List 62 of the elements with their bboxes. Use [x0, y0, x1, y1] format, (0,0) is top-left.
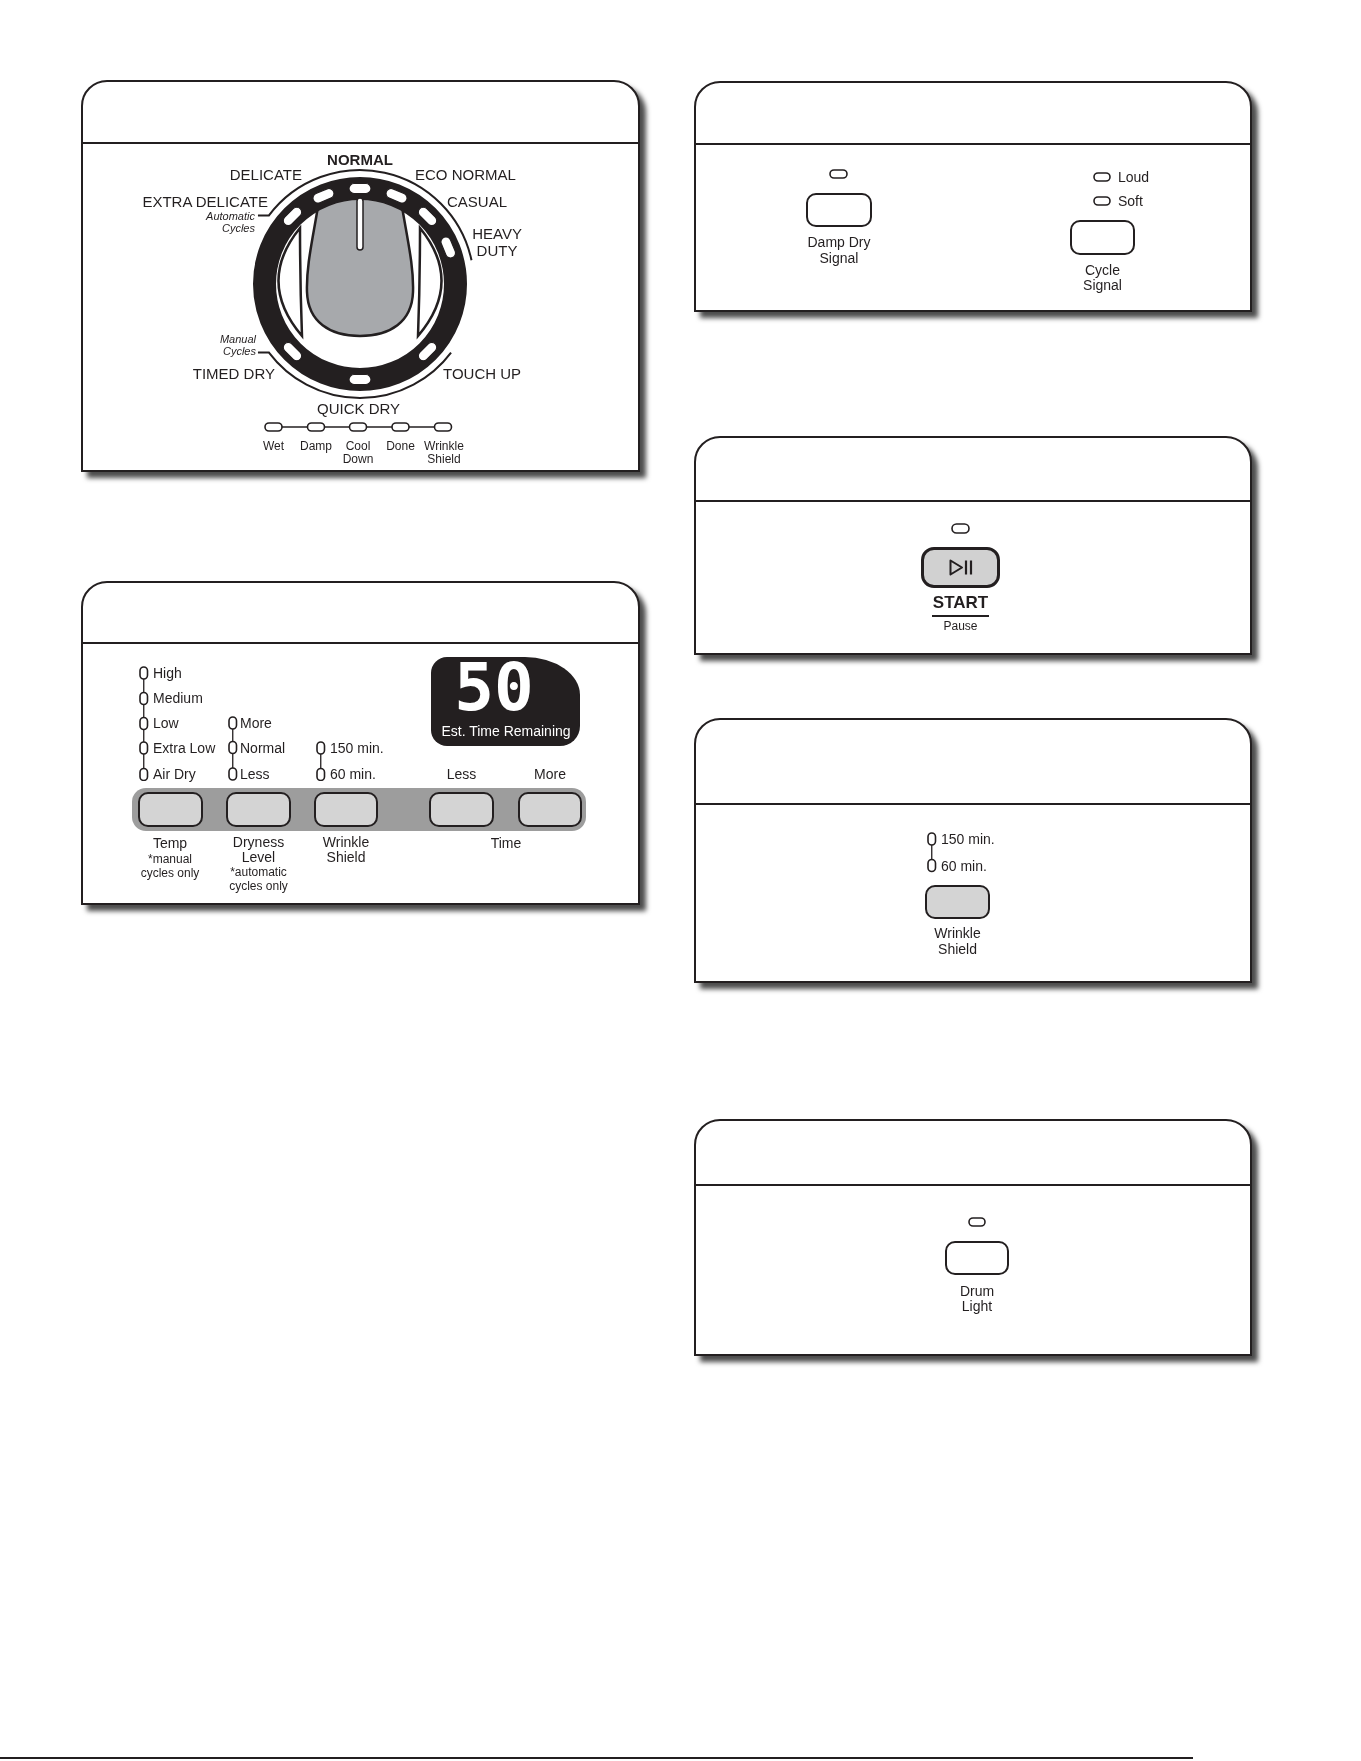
indicator-label: Low	[153, 715, 179, 731]
panel-button	[806, 193, 872, 227]
indicator-label: 150 min.	[941, 831, 995, 847]
indicator-label: Loud	[1118, 169, 1150, 185]
status-label: Damp	[300, 439, 332, 453]
button-label: Wrinkle Shield	[322, 834, 370, 866]
panel-button	[518, 792, 582, 827]
button-label: Less	[446, 766, 477, 782]
panel-button	[138, 792, 203, 827]
cycle-group-label: Manual Cycles	[218, 332, 256, 358]
indicator-label: More	[240, 715, 272, 731]
control-panel	[694, 718, 1252, 983]
indicator-label: Less	[240, 766, 270, 782]
display-caption: Est. Time Remaining	[441, 723, 571, 739]
status-label: Wrinkle Shield	[424, 439, 464, 466]
time-display	[431, 657, 580, 746]
panel-button	[314, 792, 378, 827]
button-sublabel: Pause	[943, 618, 978, 633]
panel-button	[925, 885, 990, 919]
cycle-label: HEAVY DUTY	[472, 224, 522, 259]
button-label: Drum Light	[959, 1283, 995, 1315]
control-panel	[694, 436, 1252, 655]
cycle-group-label: Automatic Cycles	[204, 209, 255, 235]
indicator-label: High	[153, 664, 182, 681]
button-group-label: Time	[490, 834, 522, 851]
cycle-label: ECO NORMAL	[415, 165, 516, 183]
button-label: Wrinkle Shield	[934, 926, 981, 957]
panel-button	[1070, 220, 1135, 255]
cycle-label: EXTRA DELICATE	[142, 192, 268, 210]
cycle-label: DELICATE	[229, 165, 302, 183]
indicator-label: 60 min.	[941, 857, 987, 874]
status-label: Wet	[262, 439, 285, 453]
cycle-label: CASUAL	[447, 192, 508, 210]
cycle-label: TOUCH UP	[443, 364, 522, 382]
footnote: *manual cycles only	[139, 853, 201, 880]
cycle-label: NORMAL	[327, 150, 393, 168]
display-digits: 50	[454, 660, 534, 716]
footnote: *automatic cycles only	[228, 866, 289, 893]
button-label: START	[932, 592, 989, 613]
indicator-label: Normal	[240, 739, 286, 756]
status-label: Cool Down	[342, 439, 374, 466]
cycle-label: TIMED DRY	[192, 364, 275, 382]
control-panel	[694, 81, 1252, 312]
indicator-label: Extra Low	[153, 739, 216, 756]
button-label: More	[534, 766, 566, 782]
panel-button	[429, 792, 494, 827]
panel-button	[945, 1241, 1009, 1275]
panel-button	[226, 792, 291, 827]
start-button	[921, 547, 1000, 588]
button-label: Cycle Signal	[1083, 262, 1122, 294]
button-label: Damp Dry Signal	[806, 235, 872, 266]
button-label: Temp	[152, 834, 188, 851]
control-panel	[81, 581, 640, 905]
indicator-label: Air Dry	[153, 766, 196, 782]
cycle-label: QUICK DRY	[316, 399, 401, 417]
indicator-label: Soft	[1118, 193, 1143, 209]
indicator-label: Medium	[153, 690, 203, 706]
indicator-label: 60 min.	[330, 766, 376, 782]
indicator-label: 150 min.	[330, 739, 384, 756]
control-panel	[694, 1119, 1252, 1356]
status-label: Done	[386, 439, 415, 453]
button-label: Dryness Level	[232, 834, 285, 866]
